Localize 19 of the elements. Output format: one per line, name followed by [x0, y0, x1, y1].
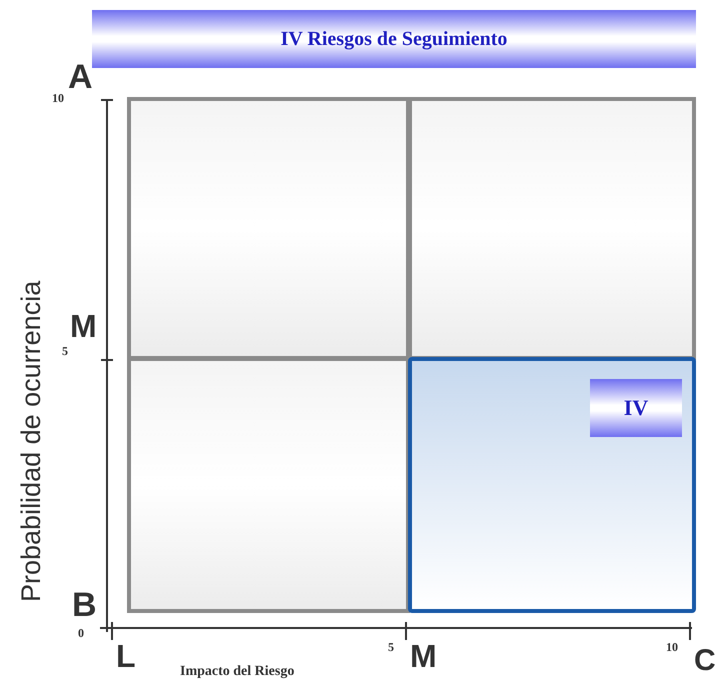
axis-letter: L — [116, 640, 136, 672]
tick-label: 0 — [78, 627, 84, 639]
quadrant-panel — [127, 357, 410, 613]
axis-title: Probabilidad de ocurrencia — [18, 280, 45, 602]
quadrant-tag: IV — [590, 379, 682, 437]
tick-label: 5 — [388, 641, 394, 653]
quadrant-panel — [408, 97, 696, 360]
axis-letter: B — [72, 588, 97, 622]
axis-letter: M — [410, 640, 437, 672]
axis-letter: A — [68, 60, 93, 94]
highlighted-quadrant — [408, 357, 696, 613]
axis-letter: C — [694, 646, 716, 676]
axis-title: Impacto del Riesgo — [180, 665, 294, 679]
axis-letter: M — [70, 310, 97, 342]
tick-label: 10 — [52, 92, 64, 104]
tick-label: 5 — [62, 345, 68, 357]
title-banner: IV Riesgos de Seguimiento — [92, 10, 696, 68]
tick-label: 10 — [666, 641, 678, 653]
quadrant-panel — [127, 97, 410, 360]
